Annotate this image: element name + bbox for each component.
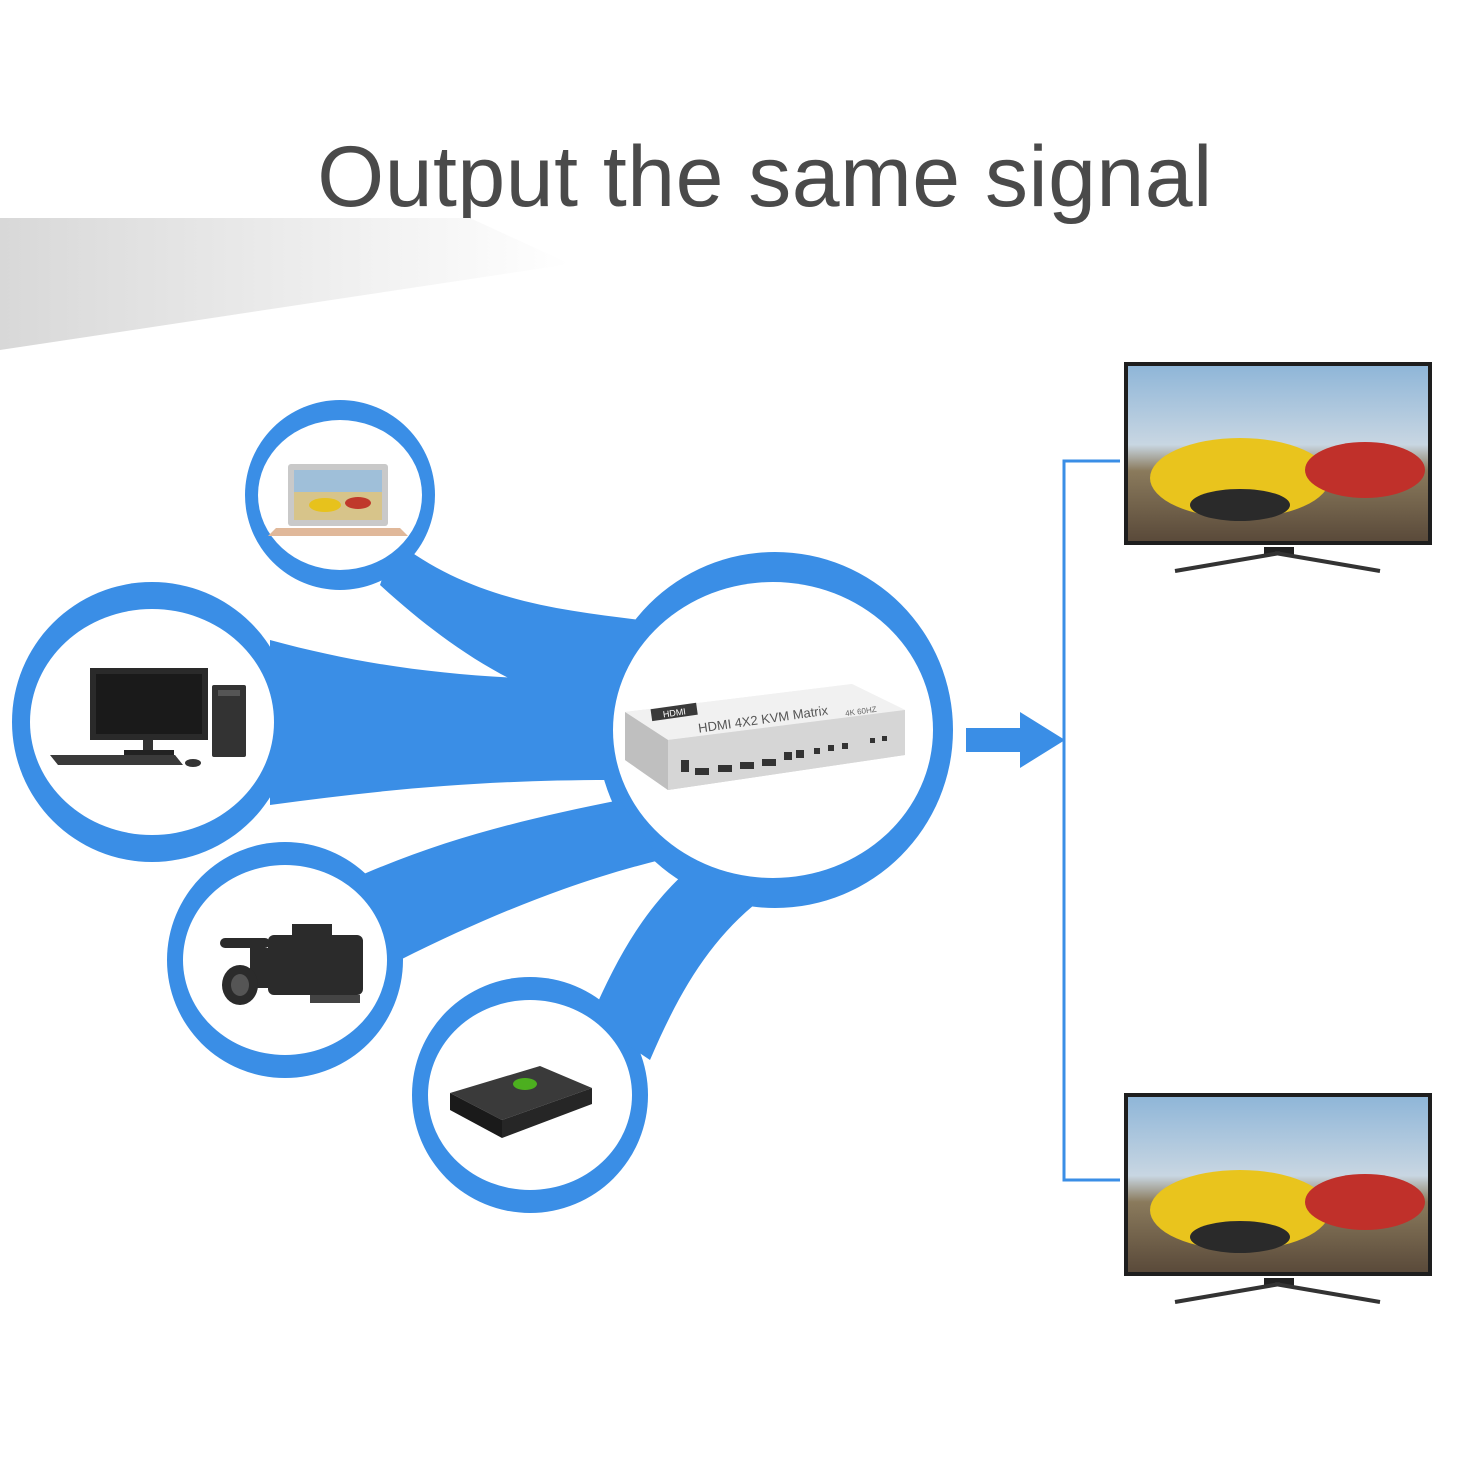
device-logo: HDMI (662, 706, 686, 719)
decorative-ribbon (0, 218, 570, 350)
tv-display-2 (1124, 1093, 1432, 1304)
output-connector (1062, 459, 1120, 1182)
device-discs (30, 420, 933, 1190)
kvm-matrix-device: HDMI HDMI 4X2 KVM Matrix 4K 60HZ (625, 684, 905, 790)
laptop-icon (268, 464, 408, 536)
tv-display-1 (1124, 362, 1432, 573)
desktop-computer-icon (50, 668, 246, 767)
device-ports (681, 736, 887, 775)
video-camera-icon (220, 924, 363, 1005)
page-title: Output the same signal (317, 129, 1213, 225)
output-arrow (966, 712, 1065, 768)
device-resolution-label: 4K 60HZ (845, 705, 878, 718)
media-box-icon (450, 1066, 592, 1138)
